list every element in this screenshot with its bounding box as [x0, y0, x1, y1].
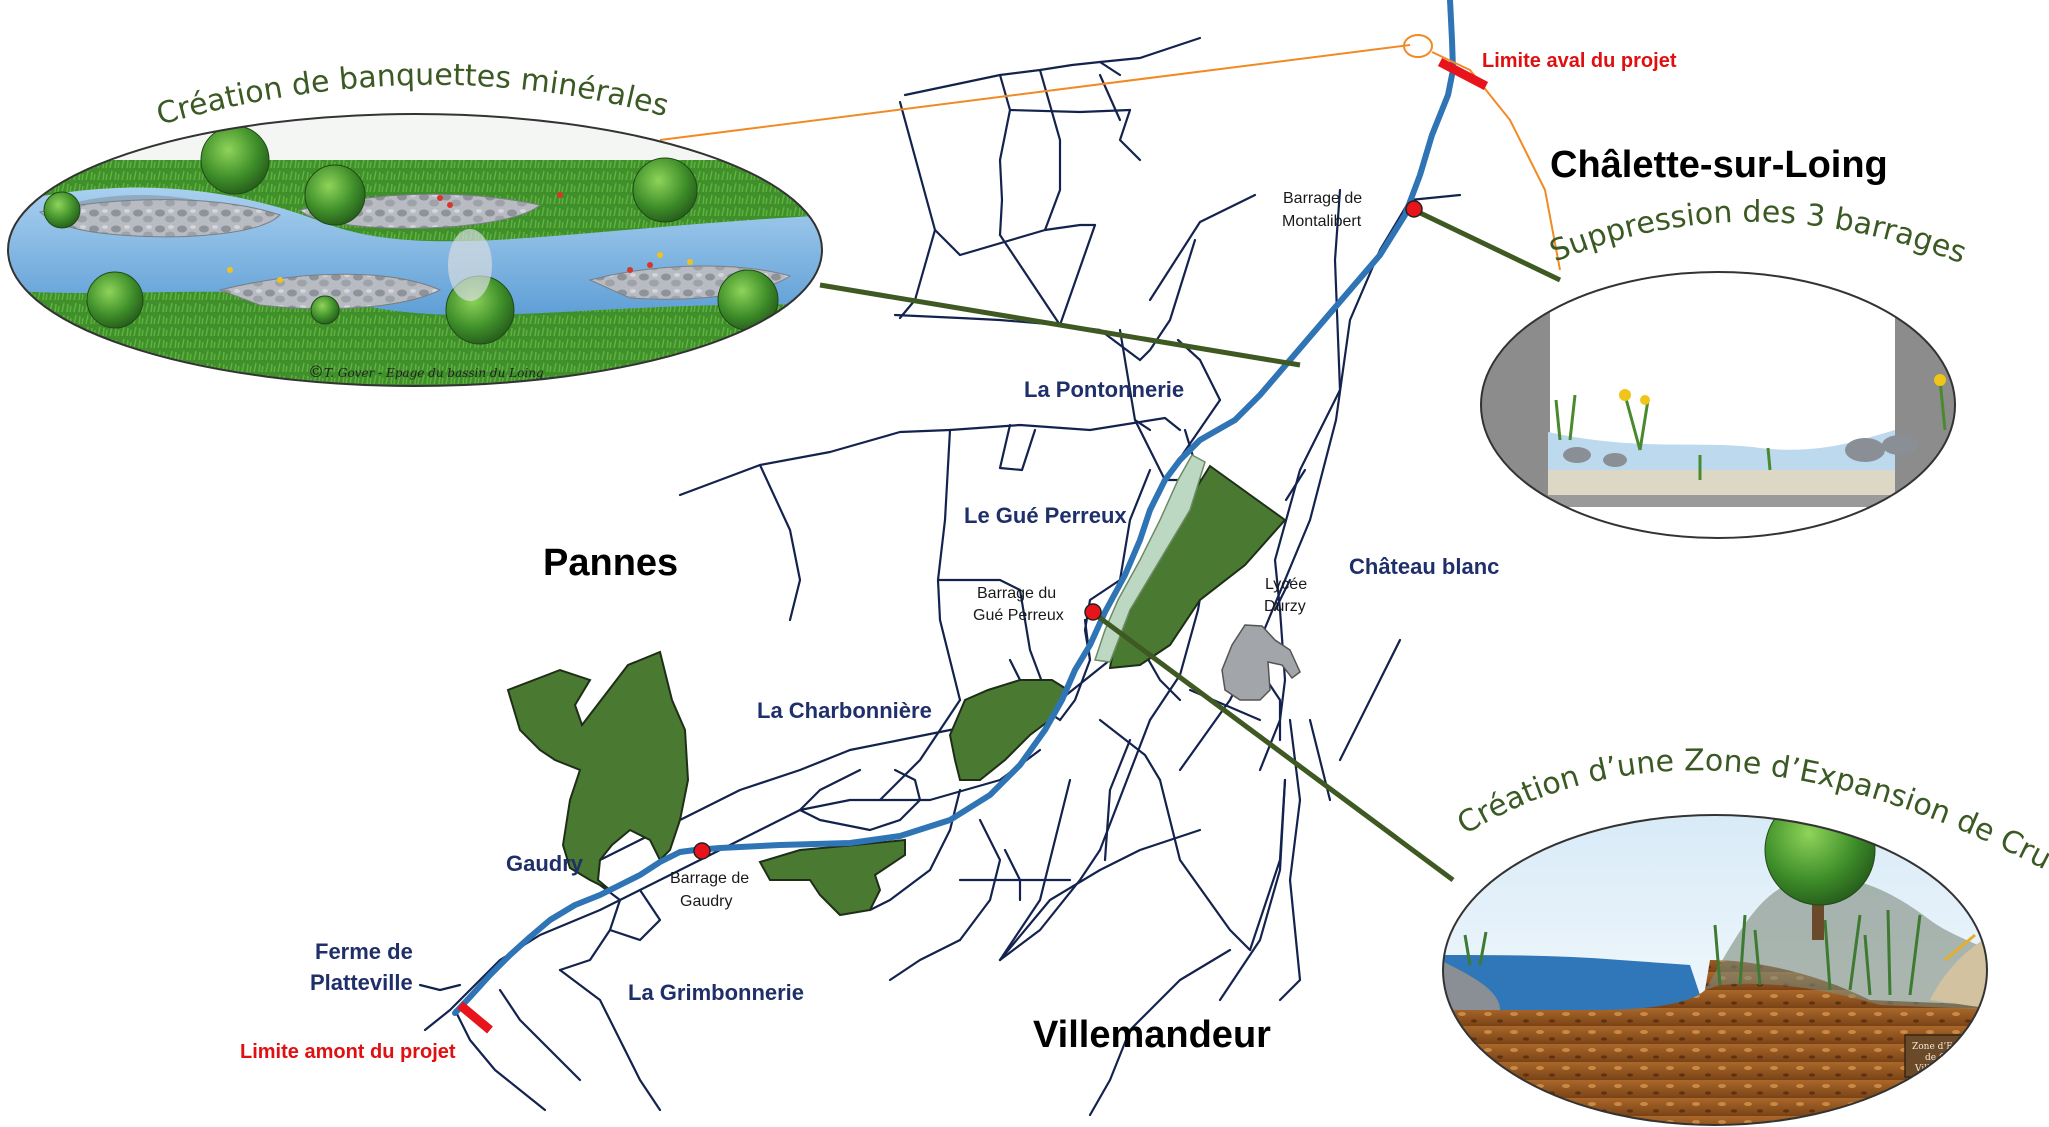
banquettes-credit: ©T. Gover - Epage du bassin du Loing: [308, 362, 544, 381]
dam-montalibert-label-2: Montalibert: [1282, 213, 1362, 230]
inset-connectors: [659, 34, 1562, 883]
copyright-icon: ©: [308, 362, 324, 381]
dam-gue-label-1: Barrage du: [977, 585, 1056, 602]
wetland-pale-strip: [1094, 453, 1206, 663]
place-grimbonnerie: La Grimbonnerie: [628, 980, 804, 1005]
place-pontonnerie: La Pontonnerie: [1024, 377, 1184, 402]
school-label-2: Durzy: [1264, 598, 1306, 615]
river-loing: [452, 0, 1456, 1016]
wetland-areas: [506, 464, 1287, 917]
town-villemandeur: Villemandeur: [1033, 1014, 1271, 1056]
lycee-building-icon: [1221, 624, 1301, 701]
title-barrages: Suppression des 3 barrages: [1545, 195, 1971, 271]
limit-amont-marker: [457, 1001, 493, 1034]
limit-aval-marker: [1437, 58, 1489, 90]
place-chateau-blanc: Château blanc: [1349, 554, 1499, 579]
dam-gue-label-2: Gué Perreux: [973, 607, 1064, 624]
inset-barrages: [1480, 271, 1956, 539]
place-gue-perreux: Le Gué Perreux: [964, 503, 1127, 528]
dam-gue-perreux-marker: [1084, 603, 1102, 621]
dam-gaudry-label-1: Barrage de: [670, 870, 749, 887]
limit-amont-label: Limite amont du projet: [240, 1041, 456, 1063]
town-pannes: Pannes: [543, 542, 678, 584]
road-network: [418, 36, 1462, 1117]
place-gaudry: Gaudry: [506, 851, 584, 876]
place-ferme-line2: Platteville: [310, 970, 413, 995]
inset-banquettes: ©T. Gover - Epage du bassin du Loing: [7, 113, 823, 387]
place-charbonniere: La Charbonnière: [757, 698, 932, 723]
place-ferme-line1: Ferme de: [315, 939, 413, 964]
school-label-1: Lycée: [1265, 576, 1307, 593]
dam-gaudry-label-2: Gaudry: [680, 893, 732, 910]
limit-aval-label: Limite aval du projet: [1482, 50, 1677, 72]
inset-zec: Zone d’Expansion de Crue de Villemandeur: [1442, 814, 1994, 1126]
dam-montalibert-label-1: Barrage de: [1283, 190, 1362, 207]
dam-montalibert-marker: [1405, 200, 1423, 218]
zec-sign-line1: Zone d’Expansion: [1912, 1042, 1994, 1052]
town-chalette: Châlette-sur-Loing: [1550, 144, 1888, 186]
dam-gaudry-marker: [693, 842, 711, 860]
zec-sign-line2: de Crue de: [1925, 1053, 1975, 1063]
